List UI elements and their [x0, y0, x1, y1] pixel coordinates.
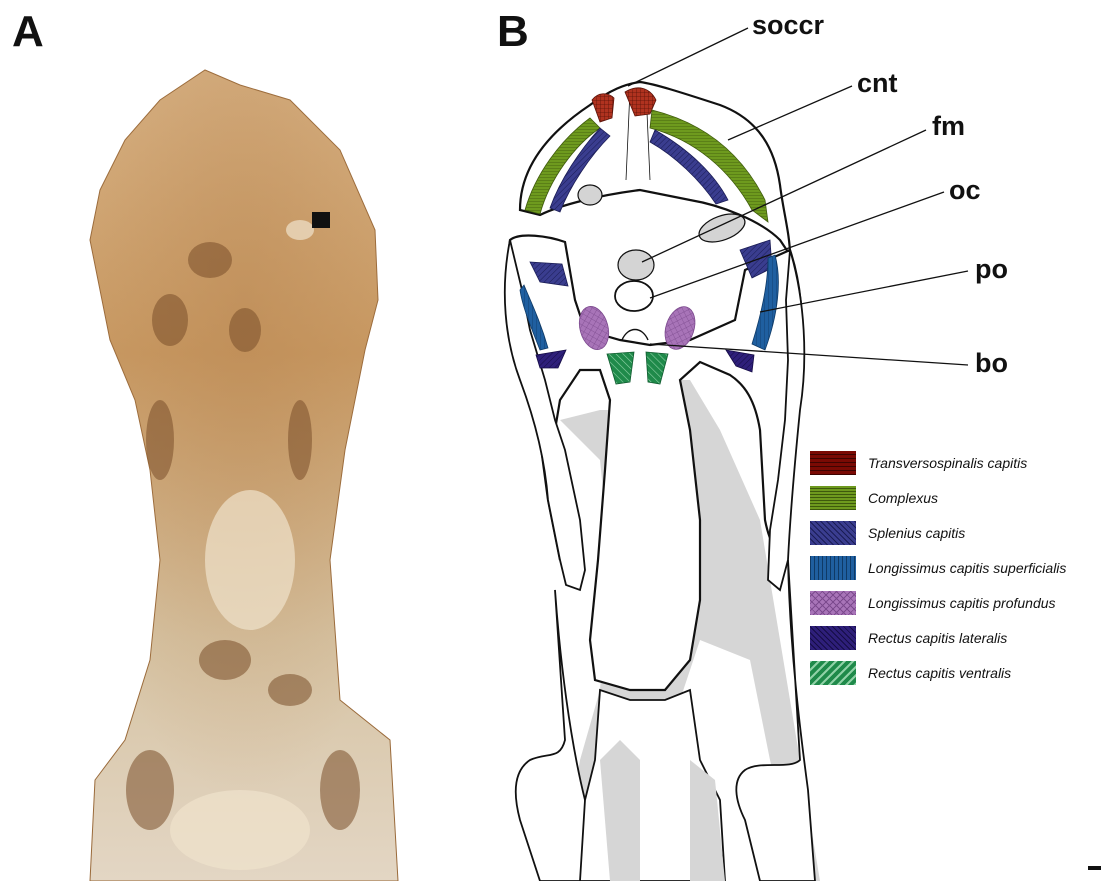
- legend-label: Longissimus capitis superficialis: [868, 560, 1066, 576]
- callout-oc: oc: [949, 177, 981, 204]
- legend-item-longissimus-superficialis: Longissimus capitis superficialis: [810, 550, 1066, 585]
- legend-item-longissimus-profundus: Longissimus capitis profundus: [810, 585, 1066, 620]
- legend-swatch-longissimus-superficialis: [810, 556, 856, 580]
- legend-item-transversospinalis: Transversospinalis capitis: [810, 445, 1066, 480]
- leader-cnt: [728, 86, 852, 140]
- callout-po: po: [975, 256, 1008, 283]
- lower-left-element: [516, 590, 590, 881]
- legend-item-splenius: Splenius capitis: [810, 515, 1066, 550]
- muscle-legend: Transversospinalis capitis Complexus Spl…: [810, 445, 1066, 690]
- legend-swatch-transversospinalis: [810, 451, 856, 475]
- legend-swatch-rectus-ventralis: [810, 661, 856, 685]
- legend-swatch-complexus: [810, 486, 856, 510]
- legend-label: Transversospinalis capitis: [868, 455, 1027, 471]
- legend-label: Rectus capitis lateralis: [868, 630, 1007, 646]
- legend-swatch-splenius: [810, 521, 856, 545]
- scale-bar: [1088, 866, 1101, 870]
- legend-item-rectus-lateralis: Rectus capitis lateralis: [810, 620, 1066, 655]
- foramen-magnum-opening: [618, 250, 654, 280]
- legend-item-rectus-ventralis: Rectus capitis ventralis: [810, 655, 1066, 690]
- legend-label: Longissimus capitis profundus: [868, 595, 1056, 611]
- legend-swatch-longissimus-profundus: [810, 591, 856, 615]
- callout-bo: bo: [975, 350, 1008, 377]
- legend-label: Complexus: [868, 490, 938, 506]
- occipital-condyle: [615, 281, 653, 311]
- left-temporal-fenestra: [578, 185, 602, 205]
- basioccipital-notch: [622, 330, 648, 341]
- leader-soccr: [628, 28, 748, 86]
- callout-cnt: cnt: [857, 70, 898, 97]
- callout-fm: fm: [932, 113, 965, 140]
- legend-label: Rectus capitis ventralis: [868, 665, 1011, 681]
- legend-swatch-rectus-lateralis: [810, 626, 856, 650]
- legend-label: Splenius capitis: [868, 525, 965, 541]
- legend-item-complexus: Complexus: [810, 480, 1066, 515]
- callout-soccr: soccr: [752, 12, 824, 39]
